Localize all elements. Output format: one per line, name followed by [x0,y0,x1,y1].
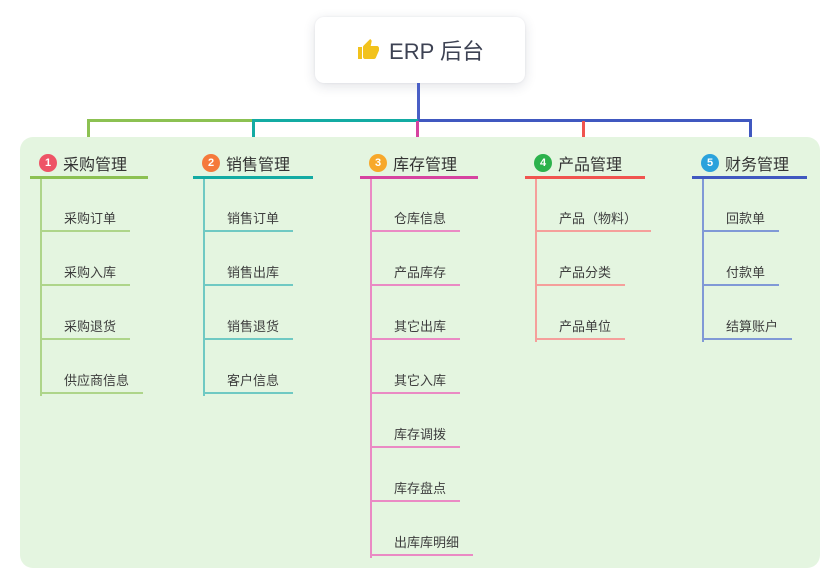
connector-root-vertical [417,83,420,121]
branch-title-purchase[interactable]: 1 采购管理 [30,150,148,179]
child-node-product-material[interactable]: 产品（物料） [535,208,652,232]
branch-title-inventory[interactable]: 3 库存管理 [360,150,478,179]
child-node-settlement-account[interactable]: 结算账户 [702,316,793,340]
branch-finance: 5 财务管理 回款单 付款单 结算账户 [692,150,807,342]
branch-label-product: 产品管理 [558,157,623,174]
connector-drop-product [582,121,585,152]
branch-badge-3: 3 [369,154,387,172]
child-node-product-category[interactable]: 产品分类 [535,262,626,286]
child-node-sales-order[interactable]: 销售订单 [203,208,294,232]
child-node-purchase-order[interactable]: 采购订单 [40,208,131,232]
branch-title-finance[interactable]: 5 财务管理 [692,150,807,179]
connector-bus-blue [418,119,752,122]
connector-bus-teal [253,119,418,122]
branch-product: 4 产品管理 产品（物料） 产品分类 产品单位 [525,150,652,342]
connector-drop-inventory [416,121,419,152]
branch-badge-2: 2 [202,154,220,172]
branch-badge-1: 1 [39,154,57,172]
child-node-stock-check[interactable]: 库存盘点 [370,478,461,502]
branch-children-connector [40,179,42,396]
child-node-purchase-return[interactable]: 采购退货 [40,316,131,340]
branch-label-sales: 销售管理 [226,157,291,174]
child-node-other-inbound[interactable]: 其它入库 [370,370,461,394]
branch-label-purchase: 采购管理 [63,157,128,174]
child-node-sales-outbound[interactable]: 销售出库 [203,262,294,286]
branch-inventory: 3 库存管理 仓库信息 产品库存 其它出库 其它入库 库存调拨 库存盘点 出库库… [360,150,478,558]
branch-children-connector [203,179,205,396]
branch-children-connector [370,179,372,558]
branch-label-inventory: 库存管理 [393,157,458,174]
child-node-receipt-order[interactable]: 回款单 [702,208,780,232]
branch-badge-4: 4 [534,154,552,172]
branch-title-sales[interactable]: 2 销售管理 [193,150,313,179]
child-node-warehouse-info[interactable]: 仓库信息 [370,208,461,232]
connector-drop-purchase [87,119,90,150]
child-node-product-unit[interactable]: 产品单位 [535,316,626,340]
branch-title-product[interactable]: 4 产品管理 [525,150,645,179]
diagram-background-panel [20,137,820,568]
thumbs-up-icon [356,38,380,62]
connector-drop-finance [749,119,752,152]
child-node-stock-detail[interactable]: 出库库明细 [370,532,474,556]
child-node-supplier-info[interactable]: 供应商信息 [40,370,144,394]
branch-children-connector [702,179,704,342]
child-node-payment-order[interactable]: 付款单 [702,262,780,286]
child-node-other-outbound[interactable]: 其它出库 [370,316,461,340]
branch-badge-5: 5 [701,154,719,172]
child-node-customer-info[interactable]: 客户信息 [203,370,294,394]
branch-sales: 2 销售管理 销售订单 销售出库 销售退货 客户信息 [193,150,313,396]
child-node-purchase-inbound[interactable]: 采购入库 [40,262,131,286]
child-node-product-stock[interactable]: 产品库存 [370,262,461,286]
connector-drop-sales [252,119,255,150]
root-node[interactable]: ERP 后台 [315,17,525,83]
branch-label-finance: 财务管理 [725,157,790,174]
root-node-label: ERP 后台 [389,39,484,64]
child-node-sales-return[interactable]: 销售退货 [203,316,294,340]
branch-children-connector [535,179,537,342]
branch-purchase: 1 采购管理 采购订单 采购入库 采购退货 供应商信息 [30,150,148,396]
connector-bus-green [87,119,254,122]
child-node-stock-transfer[interactable]: 库存调拨 [370,424,461,448]
